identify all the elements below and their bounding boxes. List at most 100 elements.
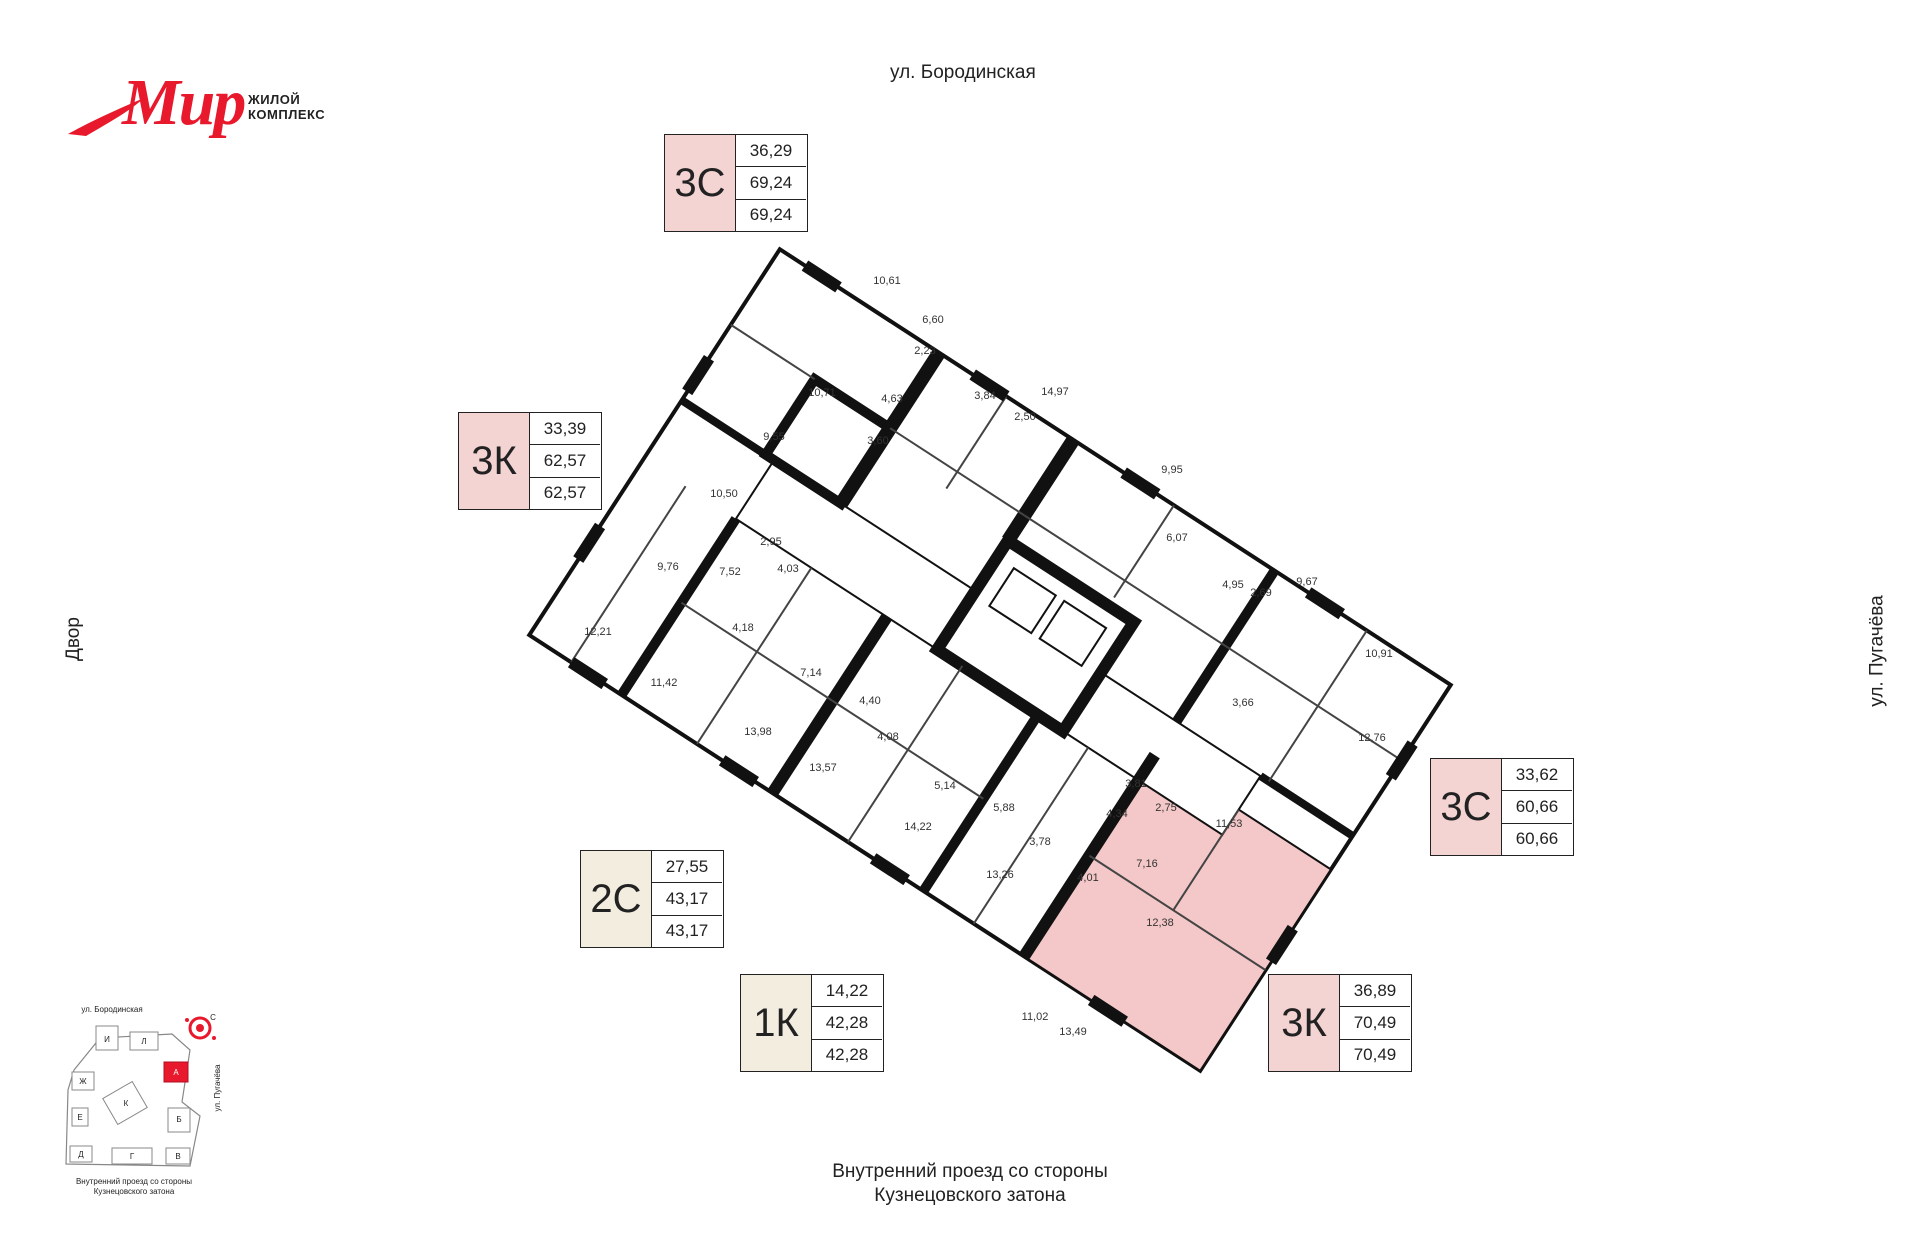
room-area-label: 5,14	[934, 780, 955, 792]
apartment-card-3k-selected[interactable]: 3К 36,89 70,49 70,49	[1268, 974, 1412, 1072]
living-area: 27,55	[652, 851, 722, 884]
apartment-type: 3К	[459, 413, 530, 509]
room-area-label: 12,21	[584, 626, 612, 638]
apartment-type: 3К	[1269, 975, 1340, 1071]
living-area: 33,62	[1502, 759, 1572, 792]
room-area-label: 13,57	[809, 762, 837, 774]
room-area-label: 3,81	[1125, 778, 1146, 790]
room-area-label: 11,02	[1022, 1011, 1049, 1023]
room-area-label: 13,26	[986, 869, 1014, 881]
wall	[679, 396, 777, 464]
room-area-label: 12,38	[1146, 917, 1174, 929]
mini-street-right: ул. Пугачёва	[213, 1064, 222, 1111]
room-area-label: 9,76	[657, 561, 678, 573]
apartment-areas: 33,62 60,66 60,66	[1502, 759, 1572, 855]
price-area: 43,17	[665, 921, 709, 941]
room-area-label: 11,42	[651, 677, 678, 689]
total-area: 70,49	[1340, 1007, 1410, 1040]
apartment-card-3s-right[interactable]: 3С 33,62 60,66 60,66	[1430, 758, 1574, 856]
total-area: 69,24	[736, 167, 806, 200]
living-area: 14,22	[812, 975, 882, 1008]
mini-section: Ж	[79, 1077, 87, 1086]
room-area-label: 5,88	[993, 802, 1014, 814]
room-area-label: 4,18	[732, 622, 753, 634]
apartment-card-2s[interactable]: 2С 27,55 43,17 43,17	[580, 850, 724, 948]
room-area-label: 4,08	[877, 731, 898, 743]
mini-section: Л	[141, 1037, 146, 1046]
room-area-label: 7,14	[800, 667, 821, 679]
room-area-label: 10,71	[808, 387, 836, 399]
logo: Мир ЖИЛОЙ КОМПЛЕКС	[66, 66, 326, 146]
apartment-areas: 33,39 62,57 62,57	[530, 413, 600, 509]
logo-line1: ЖИЛОЙ	[248, 92, 301, 107]
mini-section: И	[104, 1035, 110, 1044]
apartment-areas: 27,55 43,17 43,17	[652, 851, 722, 947]
room-area-label: 14,97	[1041, 386, 1069, 398]
wall	[1002, 436, 1080, 545]
mini-section: К	[124, 1099, 129, 1108]
room-area-label: 9,55	[763, 431, 784, 443]
site-mini-map[interactable]: ул. Бородинская ул. Пугачёва И Л Ж А К Е…	[60, 998, 240, 1198]
room-area-label: 4,03	[777, 563, 798, 575]
apartment-type: 1К	[741, 975, 812, 1071]
price-area: 70,49	[1353, 1045, 1397, 1065]
room-area-label: 7,52	[719, 566, 740, 578]
room-area-label: 2,95	[760, 536, 781, 548]
room-area-label: 3,66	[1232, 697, 1253, 709]
price-area: 60,66	[1515, 829, 1559, 849]
mini-section: А	[173, 1068, 179, 1077]
logo-line2: КОМПЛЕКС	[248, 107, 326, 122]
wall	[617, 516, 741, 698]
mini-section: Е	[77, 1113, 82, 1122]
wall	[1258, 772, 1355, 840]
room-area-label: 2,75	[1155, 802, 1176, 814]
living-area: 33,39	[530, 413, 600, 446]
mini-section: Д	[78, 1150, 84, 1159]
room-area-label: 9,67	[1296, 576, 1317, 588]
apartment-card-3s-top[interactable]: 3С 36,29 69,24 69,24	[664, 134, 808, 232]
section-a-highlight	[163, 1061, 189, 1083]
compass-icon: С	[185, 1013, 216, 1040]
room-area-label: 4,34	[1106, 808, 1127, 820]
street-bottom-line1: Внутренний проезд со стороны	[832, 1161, 1108, 1182]
mini-caption-line1: Внутренний проезд со стороны	[76, 1177, 192, 1186]
room-area-label: 12,76	[1358, 732, 1386, 744]
elevator-shaft-1	[987, 566, 1058, 635]
mini-section: В	[175, 1152, 180, 1161]
room-area-label: 13,49	[1059, 1026, 1087, 1038]
room-area-label: 4,01	[1077, 872, 1098, 884]
room-area-label: 9,95	[1161, 464, 1182, 476]
room-area-label: 14,22	[904, 821, 932, 833]
room-area-label: 10,50	[710, 488, 738, 500]
room-area-label: 6,07	[1166, 532, 1187, 544]
wall	[767, 613, 892, 797]
room-area-label: 6,60	[922, 314, 943, 326]
total-area: 43,17	[652, 883, 722, 916]
mini-caption-line2: Кузнецовского затона	[94, 1187, 175, 1196]
mini-section: Б	[176, 1115, 181, 1124]
total-area: 62,57	[530, 445, 600, 478]
price-area: 62,57	[543, 483, 587, 503]
room-area-label: 2,23	[914, 345, 935, 357]
apartment-card-1k[interactable]: 1К 14,22 42,28 42,28	[740, 974, 884, 1072]
room-area-label: 4,63	[881, 393, 902, 405]
price-area: 42,28	[825, 1045, 869, 1065]
elevator-core	[928, 532, 1143, 740]
room-area-label: 2,50	[1014, 411, 1035, 423]
building	[526, 246, 1454, 1074]
compass-label: С	[210, 1013, 216, 1022]
apartment-type: 3С	[1431, 759, 1502, 855]
room-area-label: 7,16	[1136, 858, 1157, 870]
room-area-label: 10,91	[1365, 648, 1393, 660]
street-bottom: Внутренний проезд со стороны Кузнецовско…	[780, 1160, 1160, 1208]
price-area: 69,24	[749, 205, 793, 225]
street-bottom-line2: Кузнецовского затона	[874, 1185, 1066, 1206]
apartment-areas: 36,29 69,24 69,24	[736, 135, 806, 231]
room-area-label: 3,78	[1029, 836, 1050, 848]
total-area: 60,66	[1502, 791, 1572, 824]
room-area-label: 2,69	[1250, 587, 1271, 599]
apartment-card-3k-left[interactable]: 3К 33,39 62,57 62,57	[458, 412, 602, 510]
total-area: 42,28	[812, 1007, 882, 1040]
